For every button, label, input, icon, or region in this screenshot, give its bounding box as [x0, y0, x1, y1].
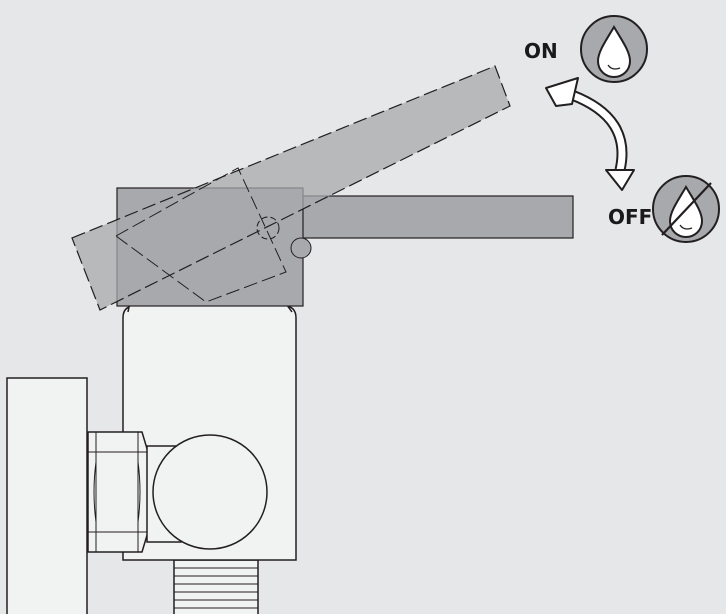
round-port-face [152, 434, 268, 550]
on-label: ON [524, 39, 558, 63]
lever-on-position [71, 65, 511, 311]
inlet-port [146, 434, 268, 550]
water-drop-icon [580, 15, 648, 83]
water-drop-crossed-icon [652, 175, 720, 243]
curved-double-arrow-icon [545, 77, 635, 191]
wall-plate [6, 377, 88, 614]
off-label: OFF [608, 205, 652, 229]
hex-nut-connector [87, 431, 149, 553]
threaded-outlet [173, 559, 259, 614]
